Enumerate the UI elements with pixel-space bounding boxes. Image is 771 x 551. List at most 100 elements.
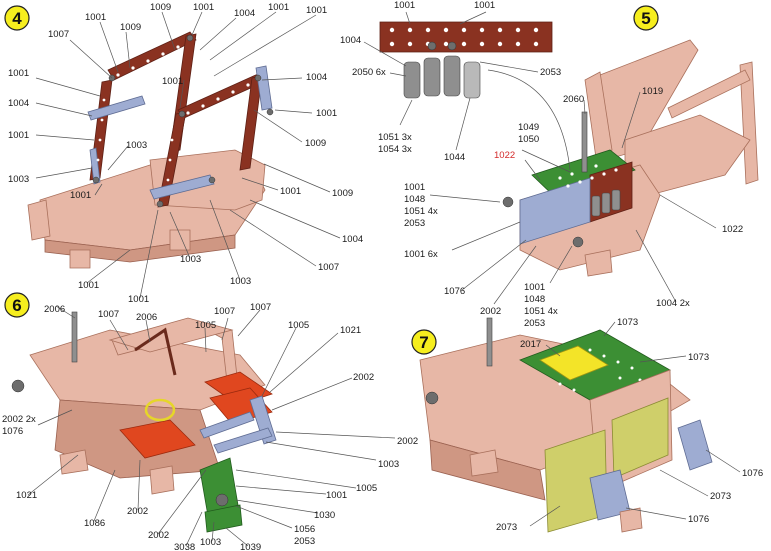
part-label: 1009 — [150, 2, 171, 13]
step-5-top-beam — [667, 69, 751, 119]
step-6-badge — [4, 292, 30, 318]
part-label: 1007 — [98, 309, 119, 320]
part-label: 1004 2x — [656, 298, 690, 309]
part-label: 2073 — [710, 491, 731, 502]
part-label: 1009 — [120, 22, 141, 33]
step-5-badge — [633, 5, 659, 31]
step-7-blue-bracket-right — [677, 419, 713, 471]
part-label: 1007 — [250, 302, 271, 313]
part-label: 1001 — [280, 186, 301, 197]
part-labels-step-7: 1073 2017 1073 1076 2073 2073 1076 — [496, 317, 763, 533]
part-label: 1001 — [162, 76, 183, 87]
part-label: 1051 3x — [378, 132, 412, 143]
part-label: 2060 — [563, 94, 584, 105]
part-label: 1009 — [305, 138, 326, 149]
step-5-wheel-right — [572, 236, 584, 248]
part-label: 1076 — [2, 426, 23, 437]
part-label: 1003 — [230, 276, 251, 287]
step-6-steering-wheel — [144, 398, 176, 422]
part-label: 1001 — [8, 130, 29, 141]
part-label: 1004 — [342, 234, 363, 245]
part-label: 1005 — [356, 483, 377, 494]
part-label: 1019 — [642, 86, 663, 97]
part-label: 1054 3x — [378, 144, 412, 155]
step-7-front-foot — [469, 449, 499, 477]
part-label: 1005 — [195, 320, 216, 331]
part-label: 1001 — [128, 294, 149, 305]
step-4-foot-right — [169, 229, 191, 251]
leader-lines — [27, 11, 741, 547]
step-5-brown-plate — [379, 21, 553, 53]
step-4-front-bracket — [149, 174, 215, 200]
step-4-foot-left — [69, 249, 91, 269]
step-6-blue-strip-2 — [199, 411, 255, 439]
part-label: 1003 — [200, 537, 221, 548]
part-label: 1001 — [394, 0, 415, 11]
part-label: 2002 — [397, 436, 418, 447]
part-label: 1003 — [180, 254, 201, 265]
part-label: 2006 — [44, 304, 65, 315]
part-label: 1076 — [444, 286, 465, 297]
part-label: 2002 — [127, 506, 148, 517]
part-label: 1021 — [16, 490, 37, 501]
part-label: 2073 — [496, 522, 517, 533]
step-4-strip-holes — [96, 45, 250, 182]
part-labels-step-5: 1001 1001 1004 2050 6x 2053 1051 3x 1054… — [340, 0, 743, 329]
part-label: 1003 — [378, 459, 399, 470]
part-label: 1001 — [316, 108, 337, 119]
part-label: 2053 — [524, 318, 545, 329]
part-label: 1051 4x — [524, 306, 558, 317]
part-label: 1051 4x — [404, 206, 438, 217]
step-6-front-foot — [59, 449, 89, 475]
step-7-number: 7 — [419, 333, 428, 352]
part-label: 1049 — [518, 122, 539, 133]
part-label: 1039 — [240, 542, 261, 551]
part-label: 1021 — [340, 325, 361, 336]
part-labels-step-6: 2006 1007 2006 1005 1007 1007 1005 1021 … — [2, 302, 418, 551]
step-6-green-foot — [204, 504, 243, 533]
part-label: 1001 — [404, 182, 425, 193]
part-label: 1001 — [306, 5, 327, 16]
part-label: 2002 — [148, 530, 169, 541]
step-5-number: 5 — [641, 9, 650, 28]
part-label: 2053 — [540, 67, 561, 78]
part-labels-step-4: 1001 1009 1001 1004 1001 1001 1007 1009 … — [8, 2, 363, 305]
step-6-exhaust-pipe — [71, 311, 78, 363]
part-label: 1030 — [314, 510, 335, 521]
part-label: 2050 6x — [352, 67, 386, 78]
part-label: 3038 — [174, 542, 195, 551]
part-label: 1044 — [444, 152, 465, 163]
step-6-side-wheel — [11, 379, 25, 393]
part-label: 2053 — [294, 536, 315, 547]
part-label: 1003 — [126, 140, 147, 151]
part-label: 1004 — [306, 72, 327, 83]
part-label: 1050 — [518, 134, 539, 145]
part-label: 1001 — [326, 490, 347, 501]
part-label: 1001 — [78, 280, 99, 291]
step-badges: 4 5 6 7 — [4, 5, 659, 355]
step-7-olive-side-panel — [611, 397, 669, 479]
part-label: 1086 — [84, 518, 105, 529]
step-4-left-bracket — [87, 95, 146, 121]
part-label: 1005 — [288, 320, 309, 331]
part-label: 1007 — [214, 306, 235, 317]
step-5-cylinders — [403, 41, 481, 99]
step-6-black-wheel — [215, 493, 229, 507]
part-label: 2002 2x — [2, 414, 36, 425]
step-7-badge — [411, 329, 437, 355]
step-6-orange-plate-low — [119, 419, 196, 459]
part-label: 1001 — [268, 2, 289, 13]
part-label: 2002 — [480, 306, 501, 317]
part-label: 2053 — [404, 218, 425, 229]
step-6-blue-strip-3 — [213, 427, 273, 454]
step-5-green-holes — [558, 164, 618, 188]
part-label: 1073 — [688, 352, 709, 363]
part-label: 1004 — [8, 98, 29, 109]
part-label: 1001 — [524, 282, 545, 293]
step-4-left-lower-bracket — [89, 147, 101, 185]
part-label: 1001 6x — [404, 249, 438, 260]
part-label: 1004 — [234, 8, 255, 19]
part-label: 1001 — [193, 2, 214, 13]
part-label: 1004 — [340, 35, 361, 46]
